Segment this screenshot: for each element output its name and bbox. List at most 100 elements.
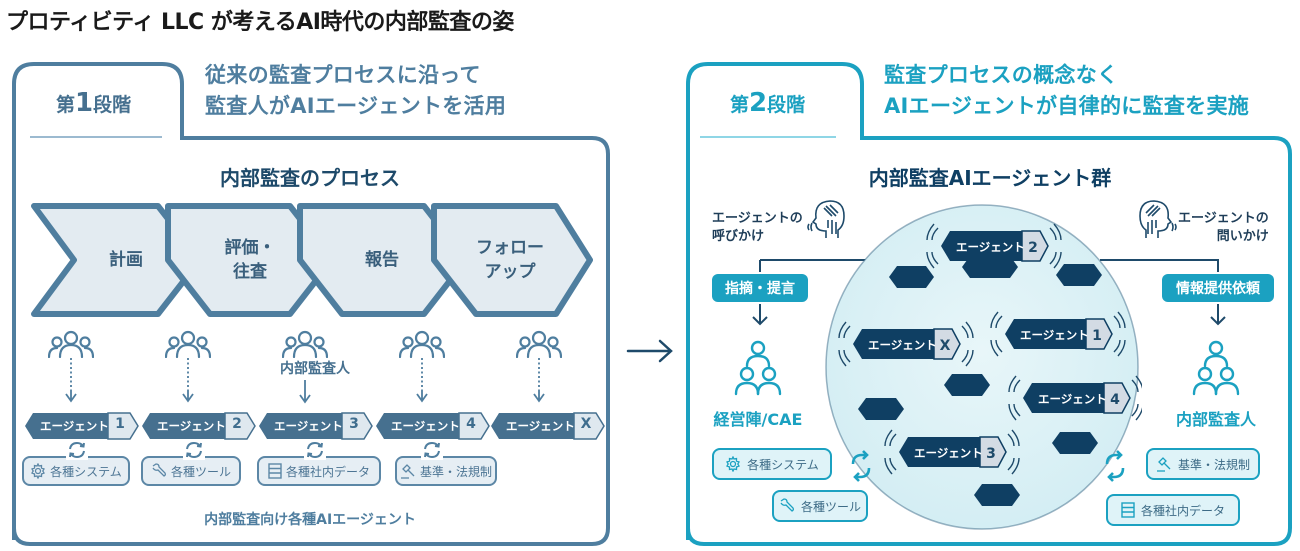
auditor-group-icon (1192, 340, 1240, 396)
process-step-3-label: 報告 (365, 250, 399, 270)
stage2-resource-systems: 各種システム (712, 448, 832, 480)
process-step-4-label-line1: フォロー (476, 238, 544, 258)
internal-auditor-role-label: 内部監査人 (1175, 410, 1256, 429)
resource-label: 基準・法規制 (1177, 457, 1250, 472)
agent-badge-shape (25, 412, 139, 440)
agent-label: エージェント (391, 419, 460, 433)
down-arrow-icon (1210, 304, 1226, 326)
process-chevrons (31, 203, 593, 317)
dotted-down-arrow-icon (416, 358, 428, 403)
transition-arrow-icon (626, 339, 673, 363)
agent-query-label: エージェントの 問いかけ (1178, 210, 1269, 246)
agent-number: 4 (466, 416, 476, 432)
agent-label: エージェント (1020, 328, 1089, 342)
down-arrow-icon (299, 380, 311, 404)
stage2-headline-line1: 監査プロセスの概念なく (884, 63, 1119, 87)
agent-number: 2 (232, 416, 242, 432)
wrench-icon (780, 498, 794, 512)
resource-label: 各種ツール (170, 464, 231, 479)
signal-waves-icon (926, 223, 1062, 269)
agent-number: 2 (1028, 240, 1038, 256)
idle-agent-shape (858, 398, 904, 420)
agent-label: エージェント (40, 419, 109, 433)
agent-badge-body (899, 437, 980, 467)
stage2-headline: 監査プロセスの概念なく AIエージェントが自律的に監査を実施 (884, 60, 1249, 122)
stage2-resource-internal-data: 各種社内データ (1106, 494, 1240, 526)
wrench-icon (152, 463, 166, 477)
ai-head-icon (1139, 200, 1177, 238)
idle-agent-shape (1052, 432, 1098, 454)
stage1-agent-4: エージェント 4 (375, 412, 491, 440)
stage1-label: 第1段階 (56, 88, 131, 118)
agent-badge-body (1023, 383, 1104, 413)
agent-badge-body (853, 329, 934, 359)
agent-number: X (940, 338, 951, 354)
agent-badge-body (1005, 319, 1086, 349)
idle-agent-shape (1056, 264, 1102, 286)
resource-label: 基準・法規制 (419, 464, 492, 479)
gavel-icon (400, 464, 415, 479)
agent-number: 3 (349, 416, 359, 432)
page-title: プロティビティ LLC が考えるAI時代の内部監査の姿 (6, 10, 514, 35)
gavel-icon (1156, 457, 1171, 472)
resource-label: 各種システム (50, 464, 122, 479)
stage1-agent-3: エージェント 3 (258, 412, 374, 440)
stage2-resource-tools: 各種ツール (772, 490, 868, 522)
stage1-resource-internal-data: 各種社内データ (257, 456, 381, 486)
process-step-4: フォロー アップ (460, 236, 560, 284)
stage2-number: 2 (749, 88, 768, 118)
process-step-3: 報告 (332, 248, 432, 272)
agent-label: エージェント (1038, 392, 1107, 406)
agent-badge-tip (979, 436, 1007, 468)
signal-waves-icon (990, 311, 1126, 357)
gear-icon (726, 456, 741, 472)
agent-call-line2: 呼びかけ (712, 229, 765, 244)
stage1-agent-x: エージェント X (490, 412, 606, 440)
process-step-2-shape (165, 203, 335, 317)
agent-label: エージェント (274, 419, 343, 433)
signal-waves-icon (884, 429, 1020, 475)
process-section-title: 内部監査のプロセス (220, 166, 400, 190)
information-request-pill: 情報提供依頼 (1162, 274, 1274, 302)
agent-badge-shape (491, 412, 605, 440)
agent-badge-tip (1021, 230, 1049, 262)
stage1-resource-regulations: 基準・法規制 (395, 456, 497, 486)
sync-icon (66, 440, 88, 460)
agent-label: エージェント (157, 419, 226, 433)
stage1-headline: 従来の監査プロセスに沿って 監査人がAIエージェントを活用 (205, 60, 506, 122)
process-step-4-label-line2: アップ (484, 262, 536, 282)
agent-label: エージェント (868, 338, 937, 352)
process-step-2: 評価・ 往査 (200, 236, 300, 284)
agent-number: 4 (1110, 392, 1120, 408)
process-step-2-label-line1: 評価・ (224, 238, 276, 258)
internal-auditor-label: 内部監査人 (280, 361, 350, 377)
idle-agent-shape (889, 266, 934, 288)
agent-number: 3 (986, 446, 996, 462)
process-step-1-label: 計画 (109, 250, 143, 270)
sync-icon (421, 440, 443, 460)
signal-waves-icon (1008, 375, 1142, 421)
agent-number: X (580, 416, 592, 432)
process-step-1-shape (31, 203, 203, 317)
resource-label: 各種システム (747, 457, 819, 472)
resource-label: 各種社内データ (285, 464, 370, 479)
agent-badge-body (941, 231, 1022, 261)
sync-icon (304, 440, 326, 460)
dotted-down-arrow-icon (65, 358, 77, 403)
dotted-down-arrow-icon (533, 358, 545, 403)
people-icon (165, 330, 211, 358)
stage1-agent-2: エージェント 2 (141, 412, 257, 440)
sync-icon (851, 450, 871, 482)
agent-number: 1 (115, 416, 125, 432)
stage1-headline-line1: 従来の監査プロセスに沿って (205, 63, 481, 87)
agent-badge-shape (376, 412, 490, 440)
dotted-down-arrow-icon (182, 358, 194, 403)
agent-badge-tip (933, 328, 961, 360)
